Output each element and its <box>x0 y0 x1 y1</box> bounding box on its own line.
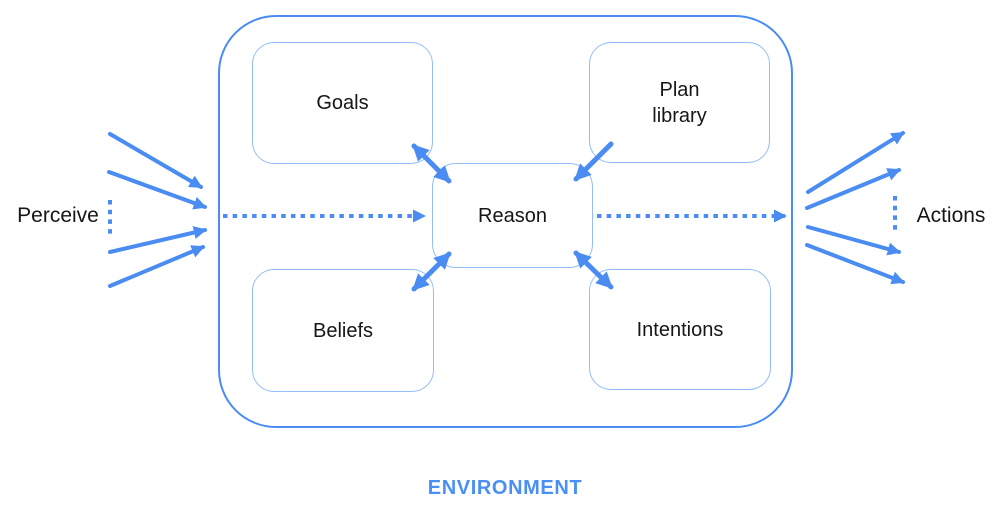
node-goals: Goals <box>252 42 433 164</box>
perceive-arrow-3 <box>108 226 207 254</box>
node-intentions: Intentions <box>589 269 771 390</box>
actions-arrow-2 <box>805 168 901 210</box>
actions-arrow-4 <box>805 243 905 285</box>
node-plan-library-label: Plan library <box>652 78 707 127</box>
perceive-arrow-2 <box>107 170 207 210</box>
node-beliefs-label: Beliefs <box>312 319 374 342</box>
node-reason-label: Reason <box>478 204 547 227</box>
actions-arrow-3 <box>806 225 901 256</box>
perceive-label: Perceive <box>17 204 99 227</box>
node-intentions-label: Intentions <box>636 318 724 341</box>
environment-label: ENVIRONMENT <box>427 477 583 499</box>
actions-label: Actions <box>916 204 986 227</box>
node-plan-library: Plan library <box>589 42 770 163</box>
perceive-arrow-1 <box>108 132 203 189</box>
node-goals-label: Goals <box>316 92 369 114</box>
node-beliefs: Beliefs <box>252 269 434 392</box>
actions-arrow-1 <box>806 131 905 194</box>
agent-boundary-box <box>218 15 793 428</box>
perceive-arrow-4 <box>108 245 205 288</box>
node-reason: Reason <box>432 163 593 268</box>
